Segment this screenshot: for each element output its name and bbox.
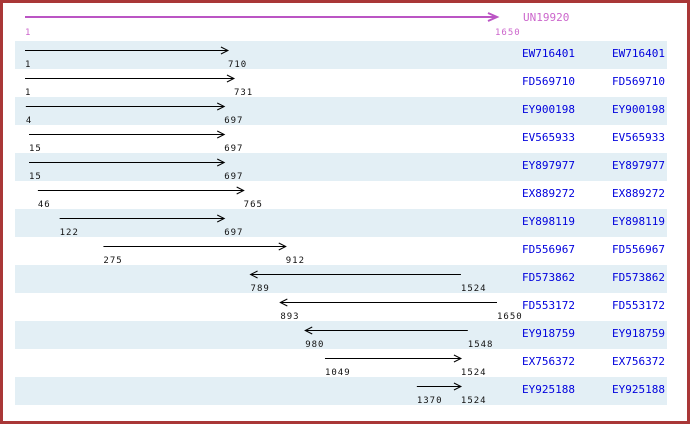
alignment-arrow [29,130,226,139]
start-coordinate: 4 [25,116,33,126]
end-coordinate: 731 [233,88,254,98]
accession-link[interactable]: EY900198 [522,103,575,116]
reference-end-coordinate: 1650 [495,28,521,38]
accession-link[interactable]: FD573862 [522,271,575,284]
end-coordinate: 697 [224,228,244,238]
start-coordinate: 980 [305,340,325,350]
start-coordinate: 15 [29,172,42,182]
alignment-arrow [25,74,236,83]
accession-link-secondary[interactable]: FD569710 [612,75,665,88]
accession-link[interactable]: EY897977 [522,159,575,172]
accession-link-secondary[interactable]: EW716401 [612,47,665,60]
alignment-arrow [103,242,287,251]
start-coordinate: 893 [280,312,300,322]
start-coordinate: 789 [250,284,270,294]
accession-link-secondary[interactable]: EY925188 [612,383,665,396]
accession-link[interactable]: EX756372 [522,355,575,368]
accession-link-secondary[interactable]: FD556967 [612,243,665,256]
start-coordinate: 1 [25,60,32,70]
row-band [15,377,667,405]
row-band [15,153,667,181]
accession-link[interactable]: FD553172 [522,299,575,312]
end-coordinate: 1524 [460,396,487,406]
row-band [15,265,667,293]
alignment-arrow [37,186,245,195]
start-coordinate: 1 [25,88,32,98]
end-coordinate: 1548 [467,340,494,350]
accession-link[interactable]: EW716401 [522,47,575,60]
end-coordinate: 1524 [460,368,487,378]
start-coordinate: 15 [29,144,42,154]
row-band [15,321,667,349]
accession-link[interactable]: EY925188 [522,383,575,396]
start-coordinate: 46 [37,200,51,210]
accession-link-secondary[interactable]: FD553172 [612,299,665,312]
row-band [15,97,667,125]
accession-link[interactable]: EY918759 [522,327,575,340]
start-coordinate: 275 [103,256,123,266]
accession-link-secondary[interactable]: EY900198 [612,103,665,116]
accession-link[interactable]: FD556967 [522,243,575,256]
accession-link[interactable]: EV565933 [522,131,575,144]
end-coordinate: 710 [227,60,248,70]
row-band [15,209,667,237]
end-coordinate: 697 [224,116,244,126]
alignment-arrow [324,354,463,363]
row-band [15,41,667,69]
end-coordinate: 1524 [460,284,487,294]
accession-link[interactable]: FD569710 [522,75,575,88]
accession-link-secondary[interactable]: EY918759 [612,327,665,340]
accession-link-secondary[interactable]: FD573862 [612,271,665,284]
alignment-arrow [279,298,497,307]
accession-link-secondary[interactable]: EV565933 [612,131,665,144]
end-coordinate: 765 [243,200,263,210]
reference-start-coordinate: 1 [25,28,32,38]
start-coordinate: 1370 [416,396,443,406]
accession-link[interactable]: EY898119 [522,215,575,228]
accession-link-secondary[interactable]: EY898119 [612,215,665,228]
accession-link-secondary[interactable]: EY897977 [612,159,665,172]
reference-label[interactable]: UN19920 [523,11,570,24]
start-coordinate: 122 [59,228,79,238]
end-coordinate: 697 [224,144,244,154]
accession-link[interactable]: EX889272 [522,187,575,200]
start-coordinate: 1049 [324,368,351,378]
end-coordinate: 912 [285,256,306,266]
accession-link-secondary[interactable]: EX889272 [612,187,665,200]
end-coordinate: 697 [224,172,244,182]
end-coordinate: 1650 [497,312,523,322]
reference-arrow [25,12,500,22]
accession-link-secondary[interactable]: EX756372 [612,355,665,368]
